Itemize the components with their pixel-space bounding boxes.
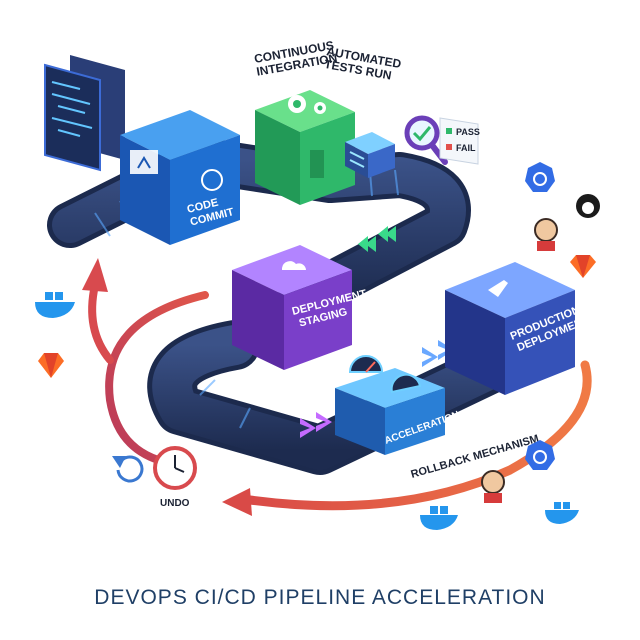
docker-icon	[35, 292, 75, 318]
docker-icon	[420, 506, 458, 530]
page-title: DEVOPS CI/CD PIPELINE ACCELERATION	[94, 586, 546, 609]
github-icon	[201, 169, 223, 191]
undo-icon	[112, 455, 144, 483]
server-icon	[345, 132, 395, 178]
kubernetes-icon	[525, 440, 555, 470]
stage-production-deployment: PRODUCTION DEPLOYMENT	[445, 262, 591, 395]
rocket-icon	[488, 280, 508, 297]
jenkins-icon	[481, 470, 505, 503]
speedometer-icon	[348, 355, 422, 394]
test-results-card: PASS FAIL	[439, 117, 480, 165]
conveyor-belt	[47, 137, 565, 475]
pass-label: PASS	[456, 127, 480, 137]
git-icon	[130, 150, 158, 174]
return-arrow	[82, 258, 209, 466]
stage-deployment-staging: DEPLOYMENT STAGING	[232, 245, 368, 370]
code-editor-icon	[44, 55, 125, 172]
magnifier-check-icon	[404, 115, 448, 165]
undo-label: UNDO	[160, 498, 190, 509]
fail-label: FAIL	[456, 143, 476, 153]
svg-text:AUTOMATED TESTS RUN: AUTOMATED TESTS RUN	[323, 44, 405, 84]
docker-icon	[545, 502, 579, 524]
stage-continuous-integration	[255, 90, 355, 205]
gitlab-icon	[38, 353, 64, 378]
kubernetes-icon	[525, 162, 555, 192]
stage-code-commit: CODE COMMIT	[120, 110, 240, 245]
gear-icon	[288, 95, 326, 114]
cloud-icon	[282, 261, 306, 270]
github-icon	[576, 194, 600, 218]
gitlab-icon	[570, 255, 596, 278]
jenkins-icon	[534, 218, 558, 251]
clock-icon	[153, 446, 197, 490]
